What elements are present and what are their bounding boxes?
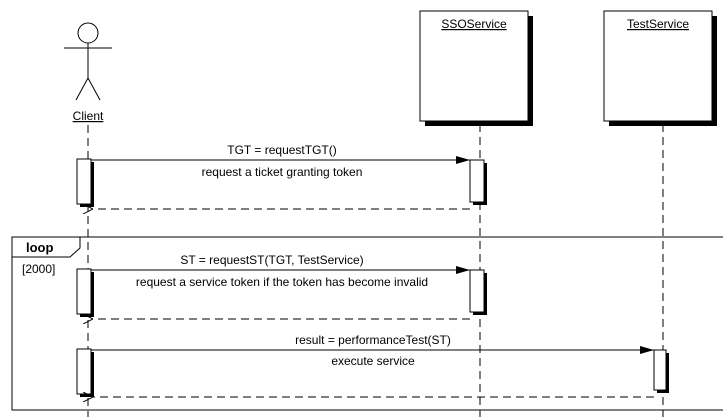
sso-activation-1 <box>469 159 485 203</box>
sso-activation-2 <box>469 269 485 313</box>
message-3-note: execute service <box>331 354 415 368</box>
test-activation-1 <box>653 349 667 391</box>
client-actor-icon <box>64 22 112 101</box>
message-1-note: request a ticket granting token <box>202 165 363 179</box>
loop-operator: loop <box>26 240 53 255</box>
client-activation-3 <box>76 348 92 395</box>
client-activation-2 <box>76 268 92 315</box>
loop-guard: [2000] <box>22 262 55 276</box>
client-label: Client <box>73 109 104 123</box>
sso-box <box>419 10 529 122</box>
message-3-label: result = performanceTest(ST) <box>295 333 451 347</box>
message-2-note: request a service token if the token has… <box>136 275 428 289</box>
sso-label: SSOService <box>441 17 507 31</box>
loop-fragment <box>11 236 723 411</box>
test-label: TestService <box>627 17 689 31</box>
message-2-label: ST = requestST(TGT, TestService) <box>180 253 363 267</box>
loop-fragment-tab <box>11 236 81 258</box>
client-activation-1 <box>76 158 92 205</box>
message-1-label: TGT = requestTGT() <box>227 143 336 157</box>
test-box <box>603 10 713 122</box>
